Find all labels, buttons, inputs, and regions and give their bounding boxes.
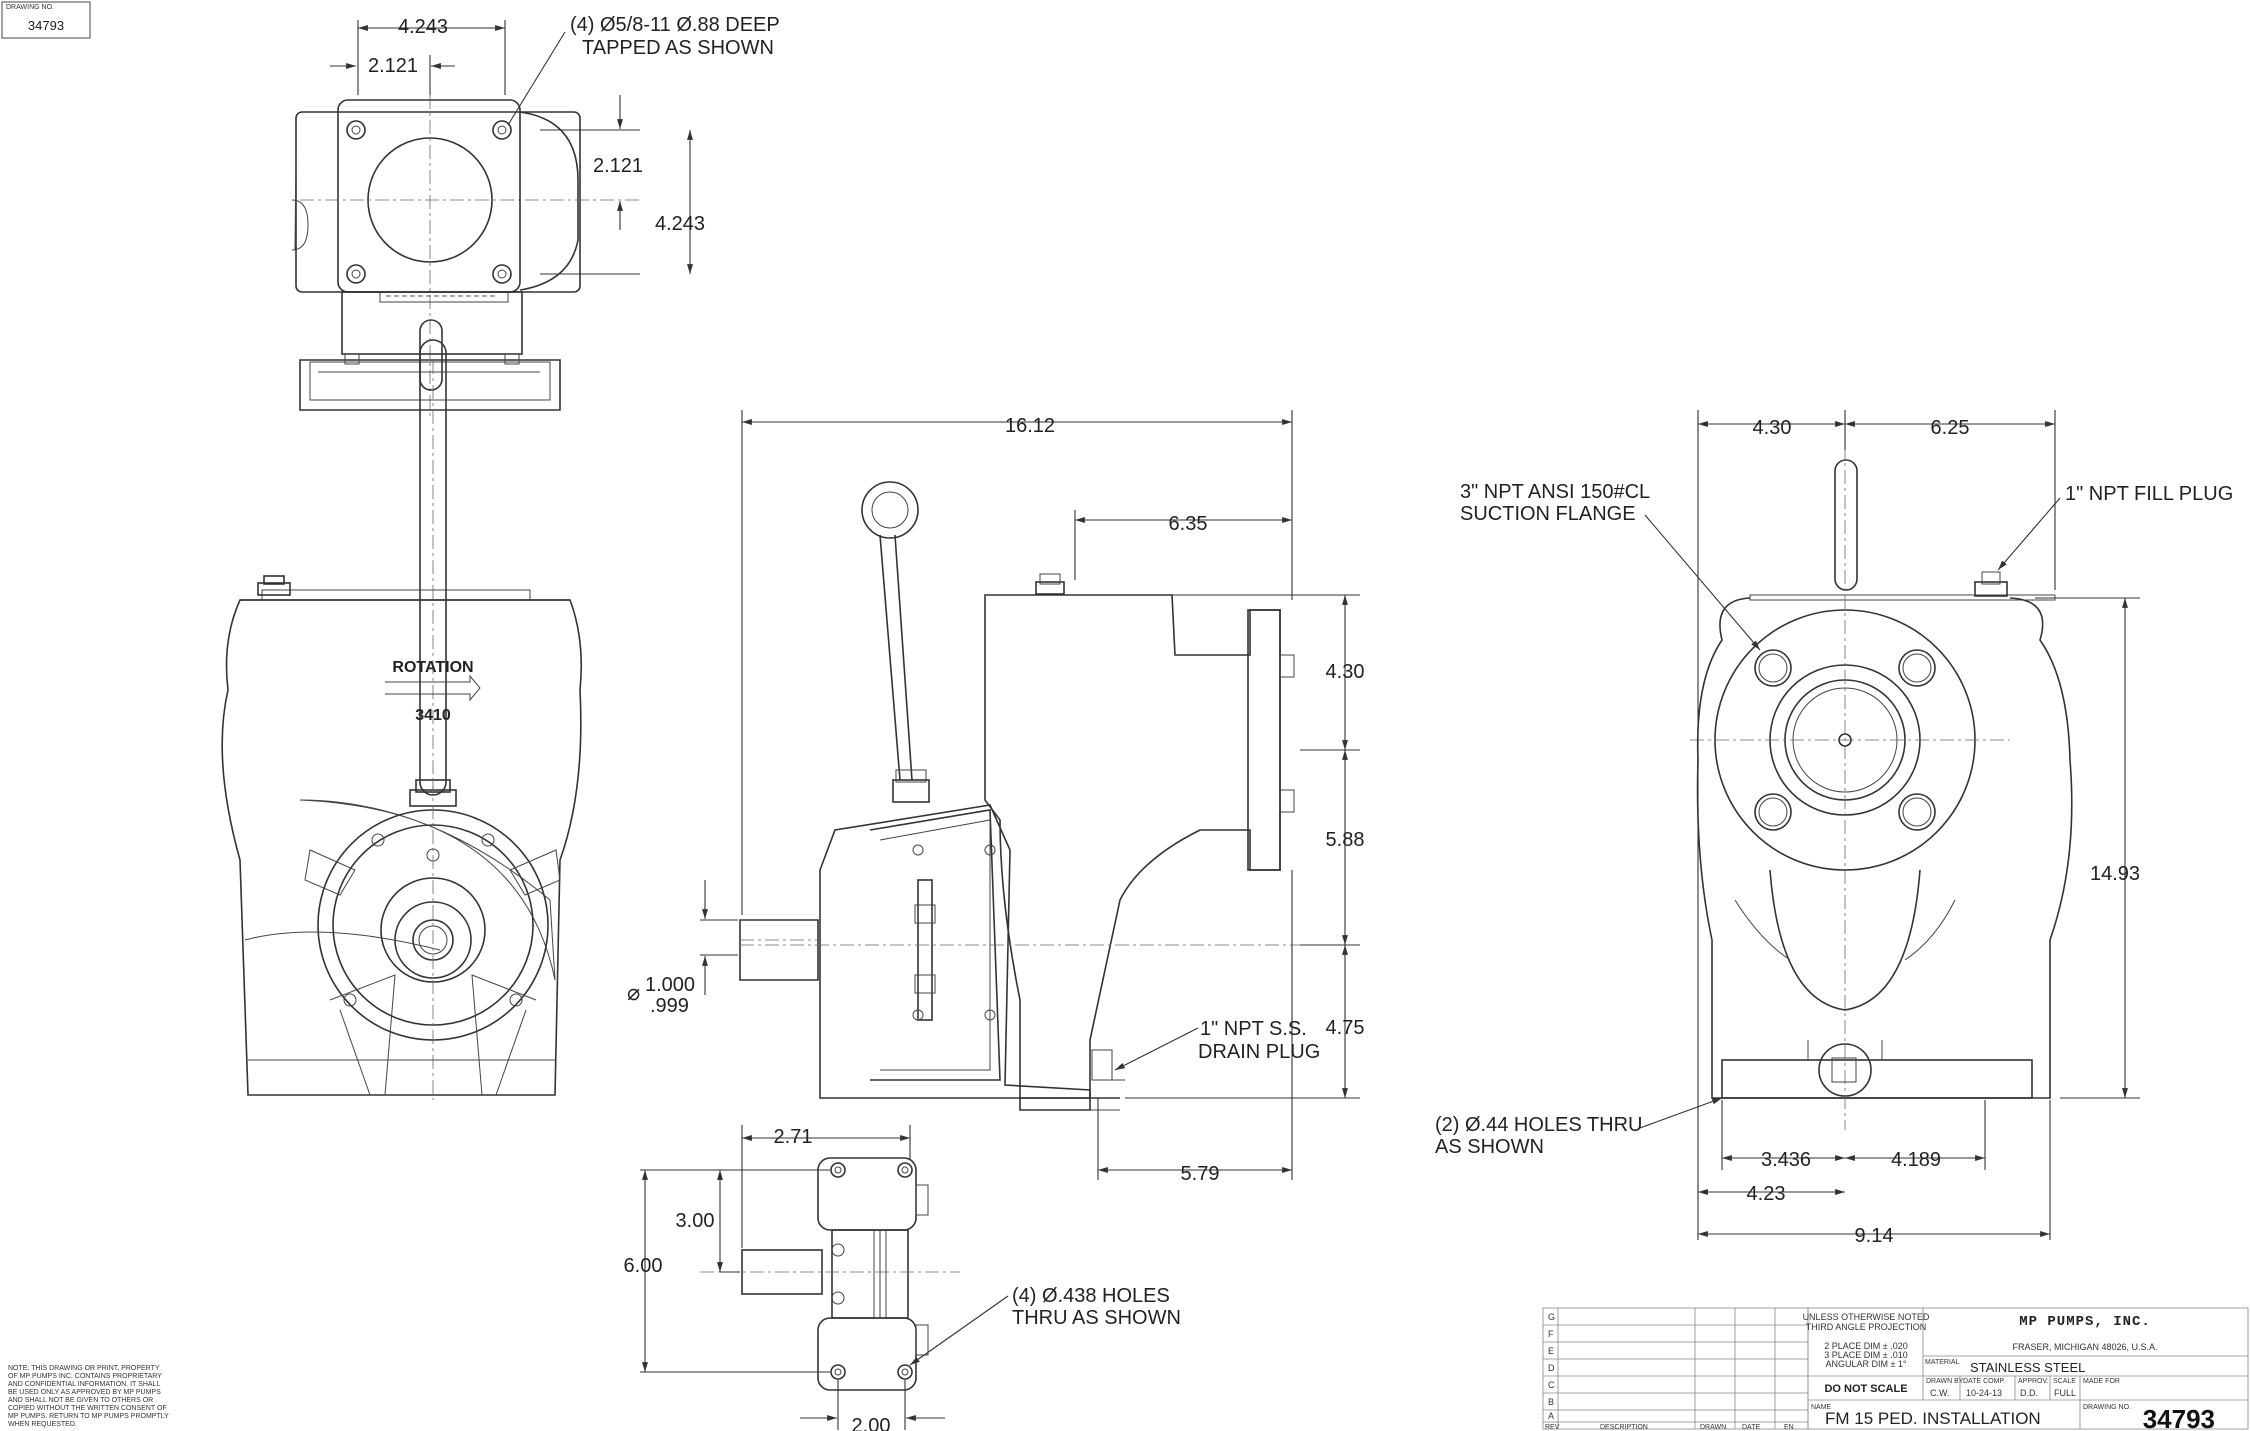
drawing-number-box: DRAWING NO. 34793 bbox=[1, 1, 91, 39]
svg-text:AND CONFIDENTIAL INFORMATION.: AND CONFIDENTIAL INFORMATION. IT SHALL bbox=[8, 1381, 160, 1388]
do-not-scale: DO NOT SCALE bbox=[1824, 1383, 1907, 1395]
suction-callout-2: SUCTION FLANGE bbox=[1460, 503, 1636, 525]
rev-letter-a: A bbox=[1548, 1411, 1554, 1421]
base-view bbox=[700, 1157, 960, 1391]
rev-letter-e: E bbox=[1548, 1346, 1554, 1356]
right-dim-base-left: 3.436 bbox=[1761, 1149, 1811, 1171]
suction-callout-1: 3" NPT ANSI 150#CL bbox=[1460, 481, 1650, 503]
top-callout-line2: TAPPED AS SHOWN bbox=[582, 37, 774, 59]
svg-text:MP PUMPS. RETURN TO MP PUMPS P: MP PUMPS. RETURN TO MP PUMPS PROMPTLY bbox=[8, 1413, 169, 1420]
right-dim-base-half: 4.23 bbox=[1747, 1183, 1786, 1205]
svg-text:NOTE: THIS DRAWING OR PRINT, P: NOTE: THIS DRAWING OR PRINT, PROPERTY bbox=[8, 1365, 160, 1372]
svg-text:BE USED ONLY AS APPROVED BY MP: BE USED ONLY AS APPROVED BY MP PUMPS bbox=[8, 1389, 161, 1396]
side-dim-middle: 5.88 bbox=[1326, 829, 1365, 851]
scale-value: FULL bbox=[2054, 1388, 2076, 1398]
top-dim-half-height: 2.121 bbox=[593, 155, 643, 177]
svg-text:OF MP PUMPS INC. CONTAINS PROP: OF MP PUMPS INC. CONTAINS PROPRIETARY bbox=[8, 1373, 162, 1380]
top-dim-width: 4.243 bbox=[398, 16, 448, 38]
made-for-label: MADE FOR bbox=[2083, 1378, 2120, 1385]
top-view bbox=[291, 70, 640, 420]
svg-text:WHEN REQUESTED.: WHEN REQUESTED. bbox=[8, 1421, 77, 1428]
rev-letter-f: F bbox=[1548, 1329, 1554, 1339]
top-callout-line1: (4) Ø5/8-11 Ø.88 DEEP bbox=[570, 14, 780, 36]
diameter-symbol: ⌀ bbox=[627, 980, 640, 1005]
company-address: FRASER, MICHIGAN 48026, U.S.A. bbox=[2012, 1342, 2157, 1352]
shaft-dim-1: 1.000 bbox=[645, 974, 695, 996]
right-view bbox=[1690, 420, 2073, 1130]
side-dim-upper: 4.30 bbox=[1326, 661, 1365, 683]
tolerance-note-2: THIRD ANGLE PROJECTION bbox=[1806, 1322, 1927, 1332]
right-holes-callout-1: (2) Ø.44 HOLES THRU bbox=[1435, 1114, 1642, 1136]
drawn-by-value: C.W. bbox=[1930, 1388, 1950, 1398]
base-holes-callout-2: THRU AS SHOWN bbox=[1012, 1307, 1181, 1329]
date-comp-label: DATE COMP. bbox=[1963, 1378, 2005, 1385]
tolerance-angular: ANGULAR DIM ± 1° bbox=[1825, 1359, 1906, 1369]
side-view-dimensions: 16.12 6.35 4.30 5.88 4.75 5.79 ⌀ 1.000 .… bbox=[627, 410, 1364, 1185]
rev-letter-d: D bbox=[1548, 1363, 1555, 1373]
rotation-label: ROTATION bbox=[392, 659, 473, 676]
drain-callout-2: DRAIN PLUG bbox=[1198, 1041, 1320, 1063]
drain-callout-1: 1" NPT S.S. bbox=[1200, 1018, 1307, 1040]
base-dim-d: 2.00 bbox=[852, 1415, 891, 1431]
drawing-name: FM 15 PED. INSTALLATION bbox=[1825, 1409, 2041, 1428]
drawn-header: DRAWN bbox=[1700, 1424, 1726, 1431]
right-view-dimensions: 4.30 6.25 14.93 3.436 4.189 4.23 9.14 3"… bbox=[1435, 410, 2233, 1247]
right-dim-base-right: 4.189 bbox=[1891, 1149, 1941, 1171]
title-block: G F E D C B A REV DESCRIPTION DRAWN DATE… bbox=[1542, 1307, 2249, 1431]
right-holes-callout-2: AS SHOWN bbox=[1435, 1136, 1544, 1158]
shaft-dim-2: .999 bbox=[650, 995, 689, 1017]
top-dim-height: 4.243 bbox=[655, 213, 705, 235]
material-value: STAINLESS STEEL bbox=[1970, 1360, 2085, 1375]
material-label: MATERIAL bbox=[1925, 1359, 1960, 1366]
side-dim-lower: 4.75 bbox=[1326, 1017, 1365, 1039]
front-view: ROTATION 3410 bbox=[221, 339, 583, 1100]
drawn-by-label: DRAWN BY bbox=[1926, 1378, 1964, 1385]
svg-text:AND SHALL NOT BE GIVEN TO OTHE: AND SHALL NOT BE GIVEN TO OTHERS OR bbox=[8, 1397, 153, 1404]
drawing-no-label: DRAWING NO. bbox=[6, 4, 54, 11]
top-dim-half-width: 2.121 bbox=[368, 55, 418, 77]
scale-label: SCALE bbox=[2053, 1378, 2076, 1385]
right-dim-right: 6.25 bbox=[1931, 417, 1970, 439]
date-comp-value: 10-24-13 bbox=[1966, 1388, 2002, 1398]
side-dim-base: 5.79 bbox=[1181, 1163, 1220, 1185]
title-drawing-no-label: DRAWING NO. bbox=[2083, 1404, 2131, 1411]
date-header: DATE bbox=[1742, 1424, 1760, 1431]
title-drawing-no: 34793 bbox=[2143, 1404, 2215, 1431]
base-dim-a: 2.71 bbox=[774, 1126, 813, 1148]
name-label: NAME bbox=[1811, 1404, 1832, 1411]
base-dim-b: 3.00 bbox=[676, 1210, 715, 1232]
side-view bbox=[739, 481, 1340, 1111]
right-dim-base-overall: 9.14 bbox=[1855, 1225, 1894, 1247]
side-dim-flange-offset: 6.35 bbox=[1169, 513, 1208, 535]
rev-header: REV bbox=[1545, 1424, 1560, 1431]
right-dim-height: 14.93 bbox=[2090, 863, 2140, 885]
base-dim-c: 6.00 bbox=[624, 1255, 663, 1277]
rev-letter-g: G bbox=[1548, 1312, 1555, 1322]
approv-value: D.D. bbox=[2020, 1388, 2038, 1398]
svg-text:COPIED WITHOUT THE WRITTEN CON: COPIED WITHOUT THE WRITTEN CONSENT OF bbox=[8, 1405, 167, 1412]
proprietary-note: NOTE: THIS DRAWING OR PRINT, PROPERTY OF… bbox=[8, 1365, 169, 1428]
description-header: DESCRIPTION bbox=[1600, 1424, 1648, 1431]
rotation-number: 3410 bbox=[415, 707, 451, 724]
side-dim-overall-length: 16.12 bbox=[1005, 415, 1055, 437]
tolerance-note-1: UNLESS OTHERWISE NOTED bbox=[1803, 1312, 1930, 1322]
right-dim-left: 4.30 bbox=[1753, 417, 1792, 439]
tolerance-2place: 2 PLACE DIM ± .020 bbox=[1824, 1341, 1907, 1351]
drawing-no-corner: 34793 bbox=[28, 18, 64, 33]
top-view-dimensions: 4.243 2.121 2.121 4.243 (4) Ø5/8-11 Ø.88… bbox=[330, 14, 780, 275]
rev-letter-c: C bbox=[1548, 1380, 1555, 1390]
en-header: EN bbox=[1784, 1424, 1794, 1431]
base-holes-callout-1: (4) Ø.438 HOLES bbox=[1012, 1285, 1170, 1307]
company-name: MP PUMPS, INC. bbox=[2019, 1314, 2151, 1330]
rev-letter-b: B bbox=[1548, 1397, 1554, 1407]
fill-plug-callout: 1" NPT FILL PLUG bbox=[2065, 483, 2233, 505]
approv-label: APPROV. bbox=[2018, 1378, 2049, 1385]
tolerance-3place: 3 PLACE DIM ± .010 bbox=[1824, 1350, 1907, 1360]
base-view-dimensions: 2.71 3.00 6.00 2.00 (4) Ø.438 HOLES THRU… bbox=[624, 1125, 1181, 1431]
